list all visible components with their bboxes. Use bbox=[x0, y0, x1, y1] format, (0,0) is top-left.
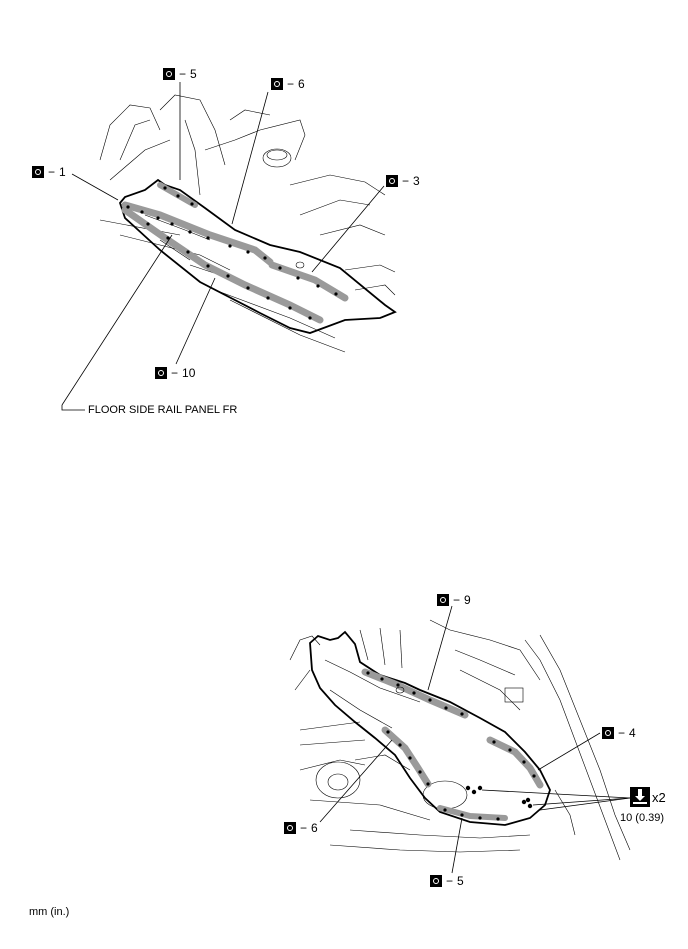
spot-weld-symbol-icon bbox=[163, 68, 175, 80]
bottom-illustration bbox=[289, 605, 631, 874]
unit-note: mm (in.) bbox=[29, 906, 70, 918]
callout-4: −4 bbox=[602, 726, 636, 740]
torque-multiplier: x2 bbox=[652, 790, 666, 805]
callout-10: −10 bbox=[155, 366, 195, 380]
part-label: FLOOR SIDE RAIL PANEL FR bbox=[88, 404, 238, 416]
callout-1: −1 bbox=[32, 165, 66, 179]
spot-weld-symbol-icon bbox=[602, 727, 614, 739]
callout-6b: −6 bbox=[284, 821, 318, 835]
callout-6: −6 bbox=[271, 77, 305, 91]
spot-weld-symbol-icon bbox=[32, 166, 44, 178]
spot-weld-symbol-icon bbox=[437, 594, 449, 606]
spot-weld-symbol-icon bbox=[386, 175, 398, 187]
callout-3: −3 bbox=[386, 174, 420, 188]
top-illustration bbox=[61, 82, 397, 411]
torque-value: 10 (0.39) bbox=[620, 812, 665, 824]
torque-wrench-icon bbox=[630, 787, 650, 807]
callout-5: −5 bbox=[163, 67, 197, 81]
spot-weld-symbol-icon bbox=[271, 78, 283, 90]
spot-weld-symbol-icon bbox=[284, 822, 296, 834]
spot-weld-symbol-icon bbox=[155, 367, 167, 379]
callout-9: −9 bbox=[437, 593, 471, 607]
callout-5b: −5 bbox=[430, 874, 464, 888]
spot-weld-symbol-icon bbox=[430, 875, 442, 887]
